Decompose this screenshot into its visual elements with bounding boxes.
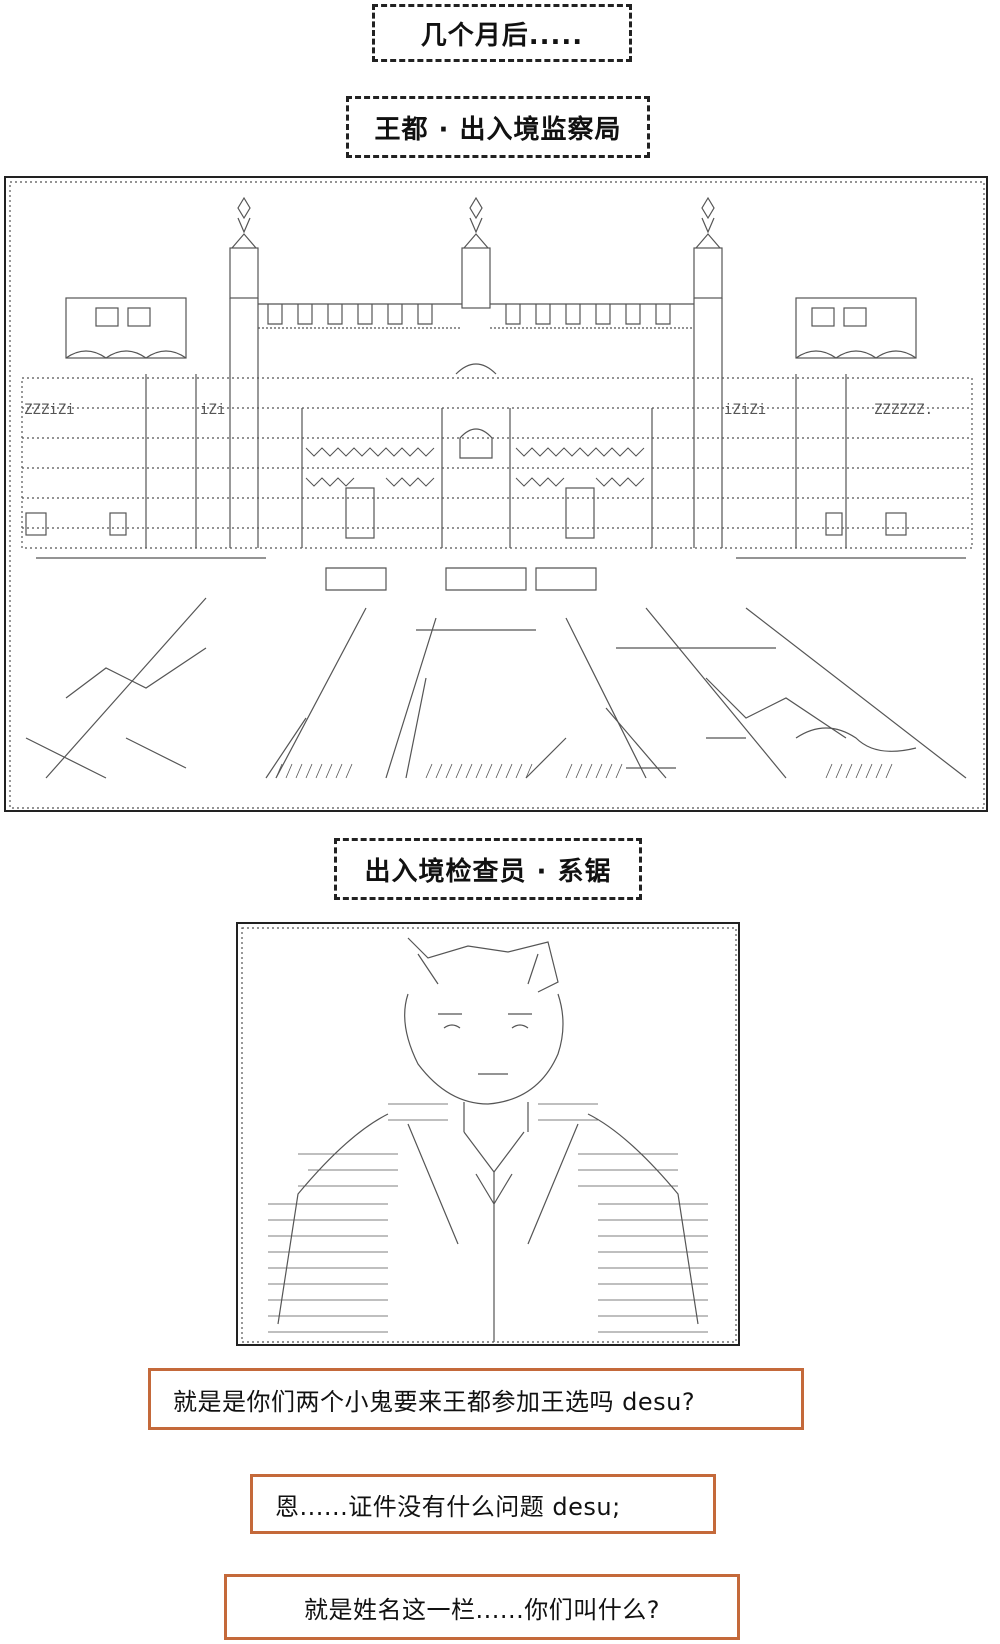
dialogue-box-2: 恩......证件没有什么问题 desu; bbox=[250, 1474, 716, 1534]
castle-illustration-panel: ZZZiZi iZi iZiZi ZZZZZZ. bbox=[4, 176, 988, 812]
lattice-windows bbox=[305, 447, 645, 487]
mid-left-wall-label: iZi bbox=[200, 402, 225, 418]
character-caption: 出入境检查员 · 系锯 bbox=[334, 838, 642, 900]
side-towers bbox=[65, 297, 917, 359]
left-wall-label: ZZZiZi bbox=[24, 402, 75, 418]
right-wall-label: ZZZZZZ. bbox=[874, 402, 933, 418]
castle-columns bbox=[145, 298, 847, 548]
character-illustration-panel bbox=[236, 922, 740, 1346]
central-gate bbox=[455, 363, 497, 459]
time-skip-caption: 几个月后..... bbox=[372, 4, 632, 62]
castle-spires bbox=[229, 196, 723, 309]
location-text: 王都 · 出入境监察局 bbox=[374, 114, 622, 145]
dialogue-text-3: 就是姓名这一栏......你们叫什么? bbox=[303, 1595, 660, 1624]
castle-ascii-art: ZZZiZi iZi iZiZi ZZZZZZ. bbox=[9, 181, 985, 809]
castle-battlements bbox=[258, 303, 694, 329]
courtyard-paths bbox=[25, 557, 967, 779]
dialogue-box-1: 就是是你们两个小鬼要来王都参加王选吗 desu? bbox=[148, 1368, 804, 1430]
dialogue-box-3: 就是姓名这一栏......你们叫什么? bbox=[224, 1574, 740, 1640]
character-name-text: 出入境检查员 · 系锯 bbox=[364, 856, 612, 887]
location-caption: 王都 · 出入境监察局 bbox=[346, 96, 650, 158]
castle-doors bbox=[25, 487, 907, 539]
time-skip-text: 几个月后..... bbox=[420, 20, 584, 51]
inspector-ascii-portrait bbox=[241, 927, 737, 1343]
dialogue-text-2: 恩......证件没有什么问题 desu; bbox=[275, 1492, 621, 1521]
mid-right-wall-label: iZiZi bbox=[724, 402, 766, 418]
dialogue-text-1: 就是是你们两个小鬼要来王都参加王选吗 desu? bbox=[173, 1387, 696, 1416]
courtyard-hatching bbox=[275, 763, 893, 779]
castle-body bbox=[21, 377, 973, 549]
